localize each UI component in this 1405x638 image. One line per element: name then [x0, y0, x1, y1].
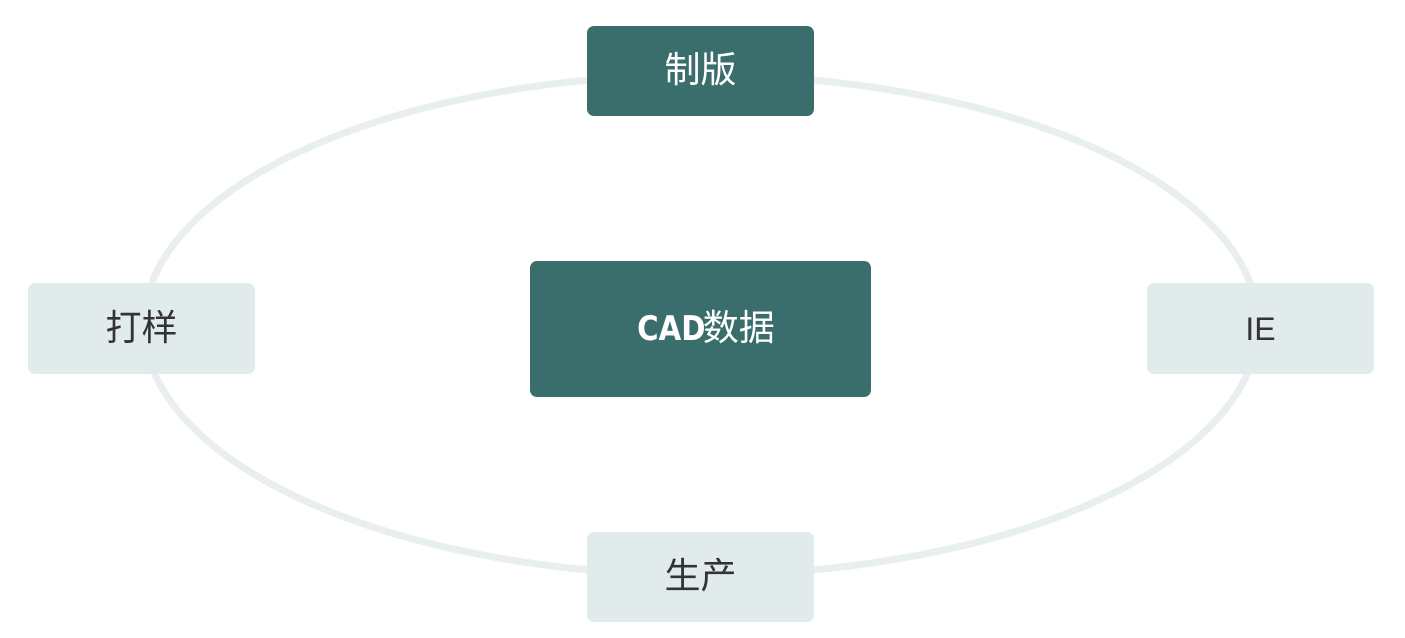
node-cad-data-label: CAD 数据 — [626, 308, 775, 349]
node-sampling-label: 打样 — [105, 307, 178, 349]
node-cad-data-cjk: 数据 — [702, 308, 775, 349]
node-cad-data-latin: CAD — [637, 309, 706, 349]
node-pattern-making-label: 制版 — [664, 50, 737, 91]
node-ie: IE — [1147, 283, 1374, 374]
node-sampling: 打样 — [28, 283, 255, 374]
node-ie-label: IE — [1245, 310, 1276, 347]
node-pattern-making: 制版 — [587, 26, 814, 116]
node-cad-data: CAD 数据 — [530, 261, 871, 397]
node-production-label: 生产 — [664, 556, 737, 597]
node-production: 生产 — [587, 532, 814, 622]
